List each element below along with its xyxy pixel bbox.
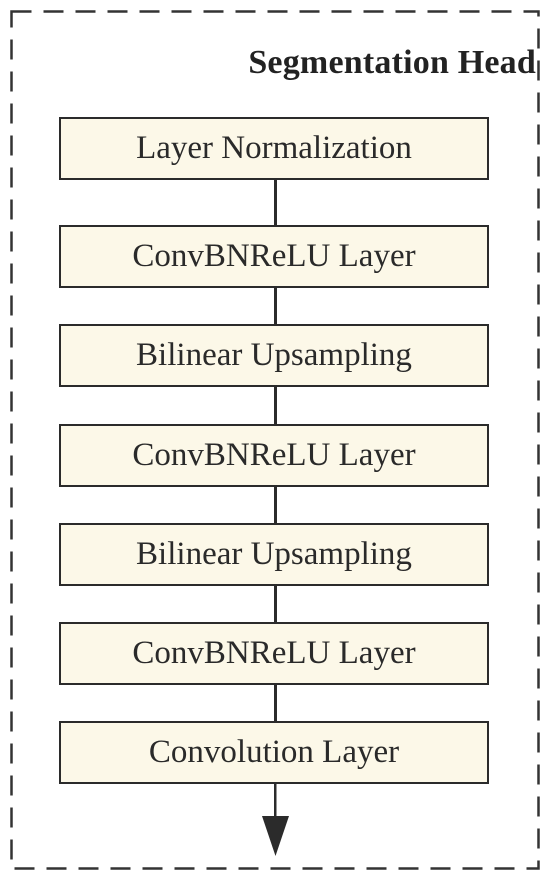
arrow-down-icon	[262, 816, 289, 856]
block-convolution-layer: Convolution Layer	[59, 721, 489, 784]
connector-3	[274, 387, 277, 424]
block-convbnrelu-3: ConvBNReLU Layer	[59, 622, 489, 685]
connector-5	[274, 586, 277, 622]
connector-6	[274, 685, 277, 721]
diagram-title: Segmentation Head	[248, 44, 536, 81]
dashed-border	[10, 10, 540, 870]
block-convbnrelu-2: ConvBNReLU Layer	[59, 424, 489, 487]
block-layer-normalization: Layer Normalization	[59, 117, 489, 180]
block-bilinear-upsampling-2: Bilinear Upsampling	[59, 523, 489, 586]
segmentation-head-container	[10, 10, 540, 870]
block-convbnrelu-1: ConvBNReLU Layer	[59, 225, 489, 288]
block-bilinear-upsampling-1: Bilinear Upsampling	[59, 324, 489, 387]
connector-2	[274, 288, 277, 324]
connector-1	[274, 180, 277, 225]
connector-4	[274, 487, 277, 523]
